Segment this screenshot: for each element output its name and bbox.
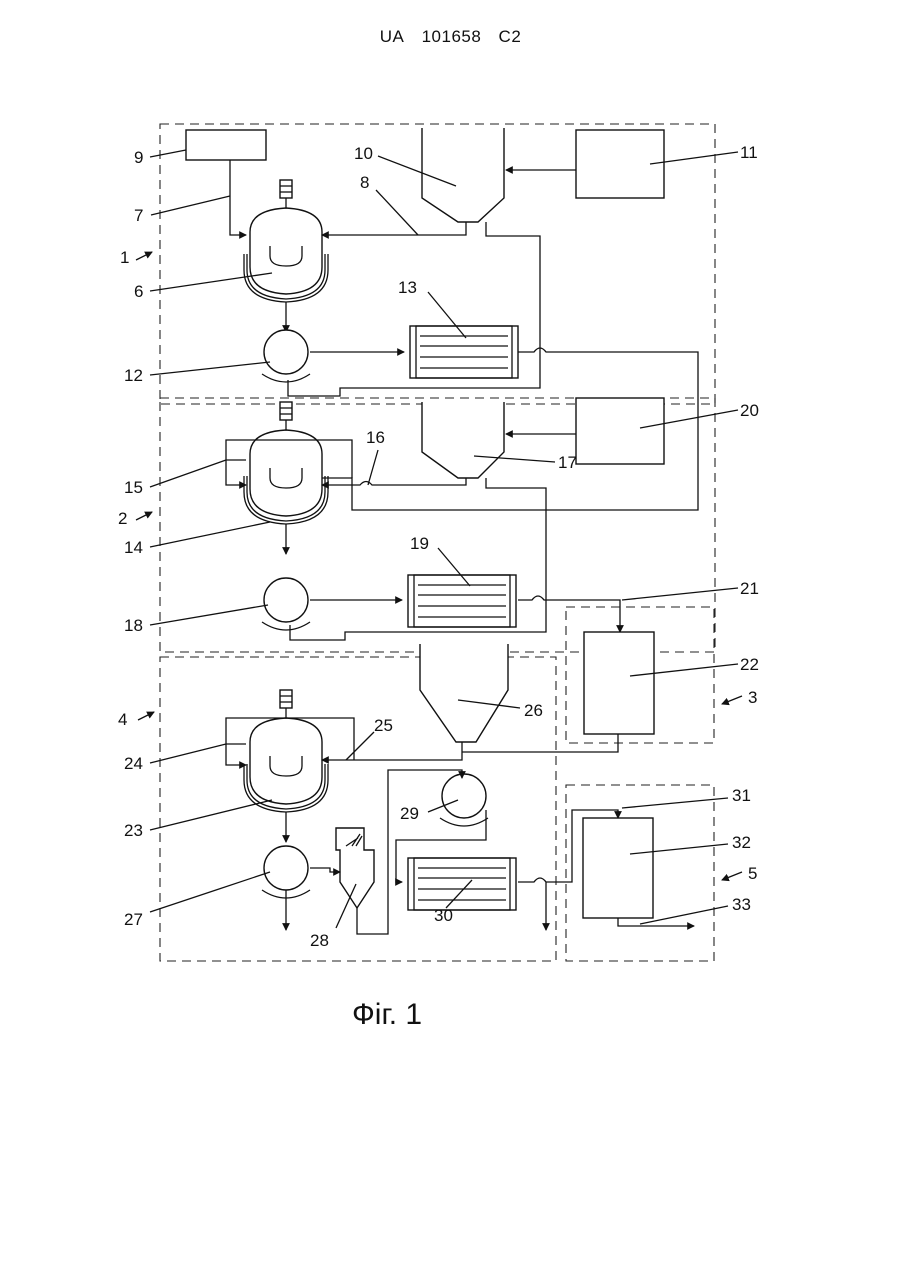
label-30: 30	[434, 906, 453, 925]
item-17-hopper	[422, 402, 504, 478]
figure-caption: Фіг. 1	[352, 998, 422, 1032]
heat-exchanger-30	[408, 858, 516, 910]
label-23: 23	[124, 821, 143, 840]
label-14: 14	[124, 538, 143, 557]
label-9: 9	[134, 148, 143, 167]
label-8: 8	[360, 173, 369, 192]
label-17: 17	[558, 453, 577, 472]
heat-exchanger-13	[410, 326, 518, 378]
label-31: 31	[732, 786, 751, 805]
label-12: 12	[124, 366, 143, 385]
pump-29	[440, 774, 488, 826]
reactor-14	[244, 402, 328, 554]
label-3: 3	[748, 688, 757, 707]
label-33: 33	[732, 895, 751, 914]
pump-12	[262, 330, 310, 382]
item-26-hopper	[420, 644, 508, 742]
label-18: 18	[124, 616, 143, 635]
label-20: 20	[740, 401, 759, 420]
label-21: 21	[740, 579, 759, 598]
label-15: 15	[124, 478, 143, 497]
reactor-6	[244, 180, 328, 332]
item-20-box	[576, 398, 664, 464]
label-2: 2	[118, 509, 127, 528]
label-4: 4	[118, 710, 127, 729]
label-5: 5	[748, 864, 757, 883]
label-24: 24	[124, 754, 143, 773]
label-32: 32	[732, 833, 751, 852]
item-9-box	[186, 130, 266, 160]
label-1: 1	[120, 248, 129, 267]
label-16: 16	[366, 428, 385, 447]
label-29: 29	[400, 804, 419, 823]
label-10: 10	[354, 144, 373, 163]
label-22: 22	[740, 655, 759, 674]
label-7: 7	[134, 206, 143, 225]
item-10-hopper	[422, 128, 504, 222]
heat-exchanger-19	[408, 575, 516, 627]
label-13: 13	[398, 278, 417, 297]
label-19: 19	[410, 534, 429, 553]
label-6: 6	[134, 282, 143, 301]
pump-18	[262, 578, 310, 630]
item-22-column	[584, 632, 654, 734]
reactor-23	[244, 690, 328, 842]
label-11: 11	[740, 143, 758, 162]
label-27: 27	[124, 910, 143, 929]
label-26: 26	[524, 701, 543, 720]
label-28: 28	[310, 931, 329, 950]
label-25: 25	[374, 716, 393, 735]
item-32-column	[583, 818, 653, 918]
